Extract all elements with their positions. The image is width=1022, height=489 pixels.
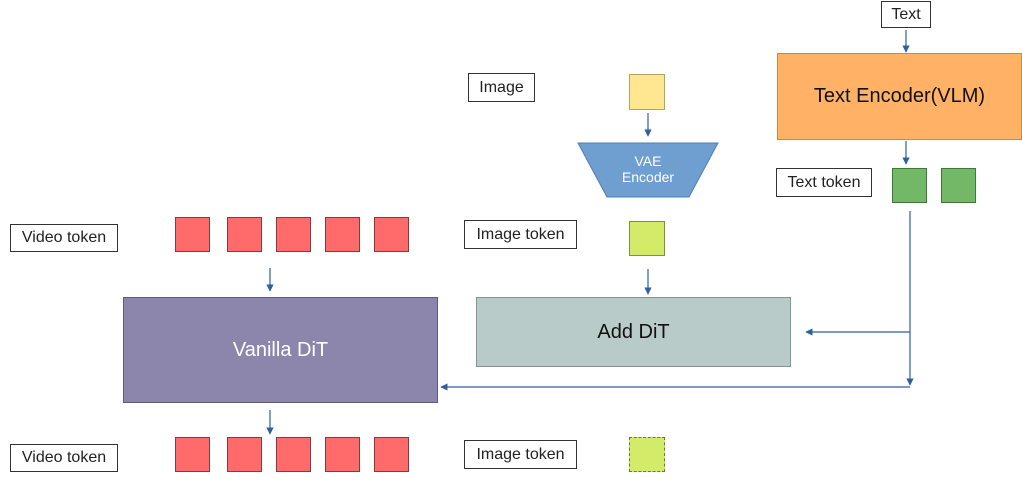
text-label: Text [881, 1, 931, 28]
vae-encoder-label: VAE Encoder [621, 153, 675, 185]
video-token [374, 217, 409, 252]
video-token [374, 437, 409, 472]
text-token [892, 168, 927, 203]
video-token [325, 437, 360, 472]
image-square [629, 74, 665, 110]
vanilla-dit-block: Vanilla DiT [123, 297, 438, 403]
video-token [227, 217, 262, 252]
video-token [175, 217, 210, 252]
add-dit-label: Add DiT [597, 320, 670, 343]
vanilla-dit-label: Vanilla DiT [232, 338, 329, 361]
video-token [175, 437, 210, 472]
video-token-label-bottom: Video token [10, 444, 118, 472]
image-token-label-bottom: Image token [464, 440, 577, 469]
text-encoder-block: Text Encoder(VLM) [777, 53, 1022, 140]
video-token-label-top: Video token [10, 224, 118, 252]
image-token-output [629, 437, 665, 472]
image-token-label-top: Image token [464, 220, 577, 249]
vae-encoder-block [577, 142, 719, 198]
video-token [276, 437, 311, 472]
add-dit-block: Add DiT [476, 297, 791, 367]
image-label: Image [468, 73, 535, 102]
video-token [276, 217, 311, 252]
image-token [629, 221, 665, 256]
video-token [227, 437, 262, 472]
text-token-label: Text token [776, 168, 872, 197]
text-encoder-label: Text Encoder(VLM) [813, 85, 986, 107]
video-token [325, 217, 360, 252]
text-token [941, 168, 976, 203]
